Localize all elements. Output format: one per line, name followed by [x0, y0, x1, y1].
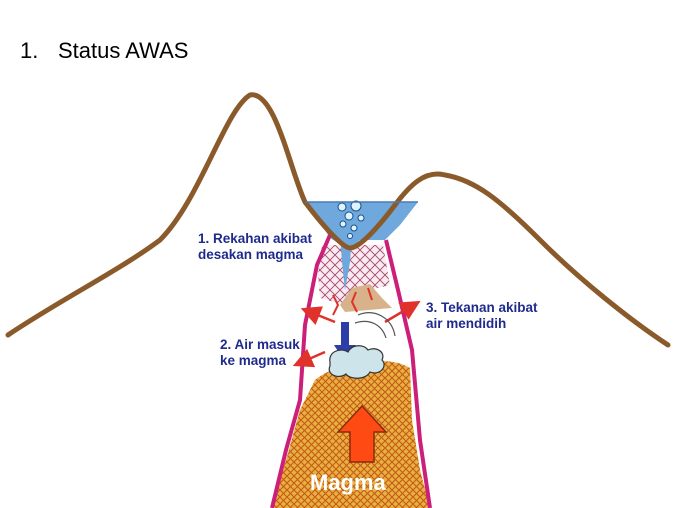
- page-title: 1. Status AWAS: [20, 38, 188, 64]
- gas-bubbles: [337, 200, 365, 239]
- label-air-masuk: 2. Air masuk ke magma: [220, 337, 300, 369]
- mountain-outline: [5, 92, 671, 348]
- label-tekanan-line2: air mendidih: [426, 316, 507, 331]
- label-tekanan: 3. Tekanan akibat air mendidih: [426, 300, 538, 332]
- title-number: 1.: [20, 38, 39, 63]
- fracture-zone: [318, 245, 390, 305]
- label-rekahan: 1. Rekahan akibat desakan magma: [198, 231, 312, 263]
- label-rekahan-line1: 1. Rekahan akibat: [198, 231, 313, 246]
- label-tekanan-line1: 3. Tekanan akibat: [426, 300, 538, 315]
- pressure-arrow-low-left: [292, 348, 326, 368]
- steam-arcs: [354, 312, 396, 339]
- label-rekahan-line2: desakan magma: [198, 247, 304, 262]
- conduit-wall-right: [384, 239, 432, 508]
- magma-rise-arrow: [336, 404, 388, 463]
- title-text: Status AWAS: [58, 38, 189, 63]
- steam-cloud: [328, 345, 385, 379]
- pressure-arrow-left: [300, 306, 336, 325]
- magma-label: Magma: [310, 470, 386, 495]
- label-air-masuk-line2: ke magma: [220, 353, 287, 368]
- red-crack-marks: [332, 287, 373, 316]
- pressure-arrow-right: [384, 300, 421, 324]
- label-air-masuk-line1: 2. Air masuk: [220, 337, 300, 352]
